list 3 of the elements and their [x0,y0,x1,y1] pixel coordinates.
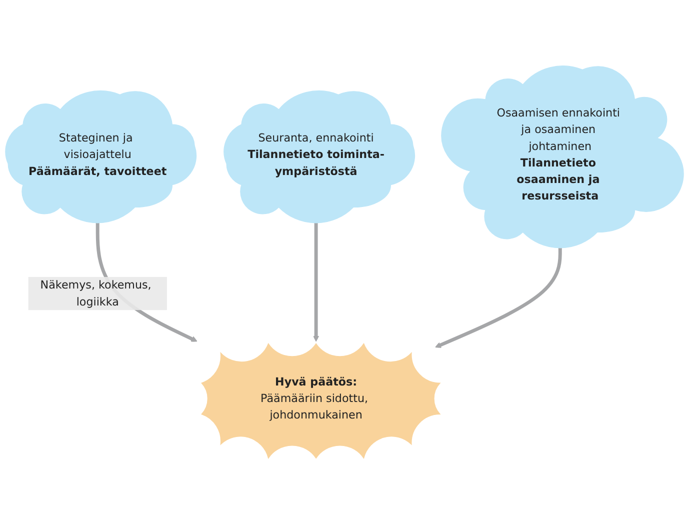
arrow [435,246,562,348]
arrow [313,220,320,342]
edge-label: Näkemys, kokemus, logiikka [40,278,152,308]
